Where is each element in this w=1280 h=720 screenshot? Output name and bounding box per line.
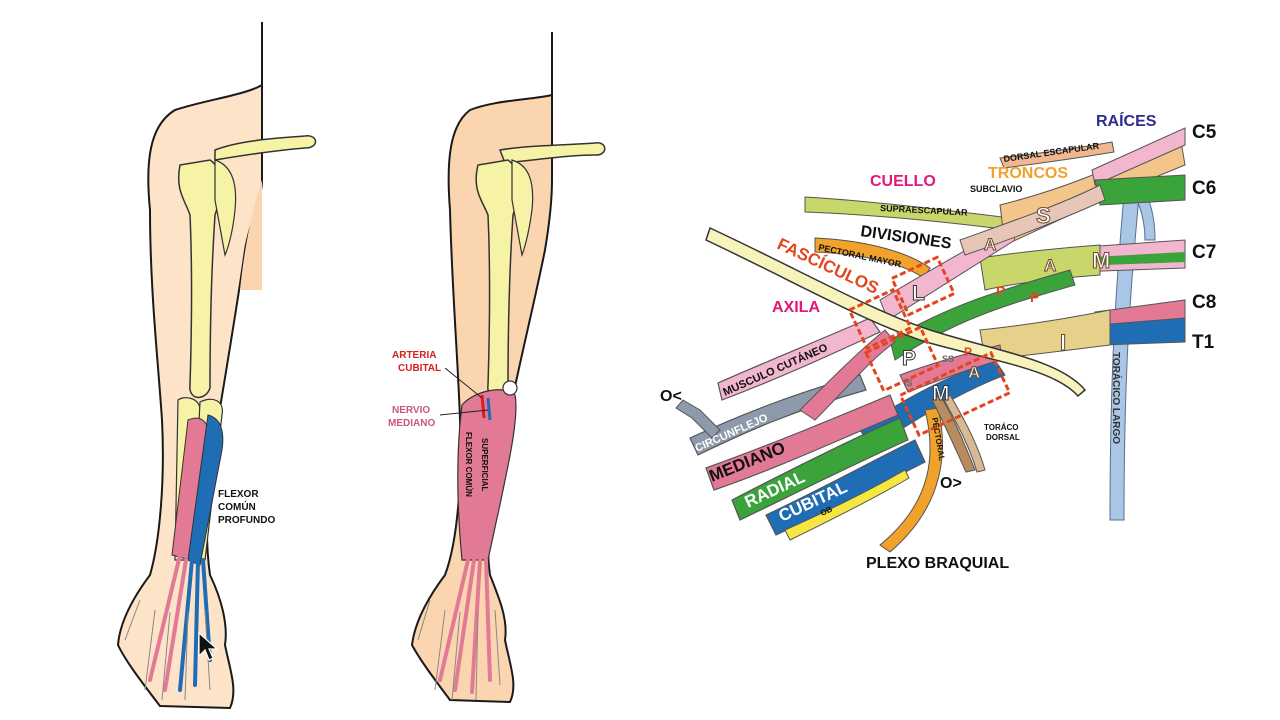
arm2-flexor-superficial bbox=[457, 389, 517, 561]
arm2-artery-pointer bbox=[444, 367, 483, 399]
arm1-scapula bbox=[214, 159, 237, 257]
arm1-muscle-label-2: COMÚN bbox=[218, 500, 256, 513]
mouse-pointer-icon bbox=[198, 632, 218, 661]
thoracodorsal-label-1: TORÁCO bbox=[984, 423, 1019, 432]
arm2-scapula bbox=[511, 159, 534, 258]
arm2-nerve-pointer bbox=[439, 409, 489, 416]
neck-heading: CUELLO bbox=[870, 173, 936, 190]
arm2-finger-outlines bbox=[417, 599, 501, 701]
arrow-mark-right: O> bbox=[940, 475, 962, 492]
arm2-nerve-label-2: MEDIANO bbox=[388, 418, 435, 429]
arm2-nerve-label-1: NERVIO bbox=[392, 405, 430, 416]
arm2-artery-label-2: CUBITAL bbox=[398, 363, 441, 374]
axilla-heading: AXILA bbox=[772, 299, 820, 316]
root-label-c5: C5 bbox=[1192, 122, 1217, 143]
brachial-plexus: RAÍCES TRONCOS CUELLO DIVISIONES FASCÍCU… bbox=[660, 111, 1217, 572]
arm1-flexor-blue bbox=[187, 414, 224, 566]
arm1-clavicle bbox=[214, 135, 317, 161]
plexus-title: PLEXO BRAQUIAL bbox=[866, 555, 1009, 572]
arm2-epicondyle bbox=[502, 380, 518, 396]
trunk-letter-inferior: I bbox=[1060, 330, 1066, 355]
root-c5 bbox=[1091, 127, 1186, 186]
division-a-lower: A bbox=[968, 363, 980, 382]
root-label-c8: C8 bbox=[1192, 292, 1216, 313]
cord-letter-medial: M bbox=[932, 382, 950, 405]
root-label-t1: T1 bbox=[1192, 332, 1215, 353]
cord-letter-posterior: P bbox=[902, 347, 916, 370]
small-letter-ss: SS bbox=[942, 354, 954, 364]
suprascapular-label: SUPRAESCAPULAR bbox=[880, 203, 968, 218]
arm-deep-flexor: FLEXOR COMÚN PROFUNDO bbox=[116, 22, 317, 710]
root-c7-stripe bbox=[1075, 252, 1185, 266]
arm2-median-nerve bbox=[486, 397, 492, 421]
arm1-tendons bbox=[148, 553, 212, 692]
arm1-back-shade bbox=[240, 22, 262, 290]
thoracodorsal-branch bbox=[931, 394, 976, 473]
roots-heading: RAÍCES bbox=[1096, 111, 1157, 130]
trunks-heading: TRONCOS bbox=[988, 165, 1068, 182]
axillary-stub bbox=[675, 399, 721, 439]
arm2-muscle-text-1: FLEXOR COMÚN bbox=[464, 432, 473, 497]
upper-division-band bbox=[959, 184, 1106, 256]
arrow-mark-left: O< bbox=[660, 388, 682, 405]
arm1-muscle-label-1: FLEXOR bbox=[218, 489, 259, 500]
arm2-ulnar-artery bbox=[480, 394, 486, 419]
root-label-c7: C7 bbox=[1192, 242, 1216, 263]
arm2-artery-label-1: ARTERIA bbox=[392, 350, 436, 361]
arm2-clavicle bbox=[498, 142, 606, 164]
cord-letter-lateral: L bbox=[912, 282, 925, 305]
small-letter-is: IS bbox=[904, 378, 913, 388]
arm2-tendons bbox=[438, 558, 492, 694]
arm1-muscle-label-3: PROFUNDO bbox=[218, 515, 275, 526]
cord-box-medial bbox=[898, 350, 1012, 438]
division-p-2: P bbox=[1030, 289, 1039, 305]
median-branch bbox=[705, 394, 899, 491]
dorsal-scapular-band bbox=[999, 141, 1115, 169]
division-a-middle: A bbox=[1044, 256, 1056, 275]
subscapular-branch bbox=[943, 394, 986, 473]
musculocutaneous-branch bbox=[717, 317, 881, 401]
thoracodorsal-label-2: DORSAL bbox=[986, 433, 1020, 442]
trunk-letter-superior: S bbox=[1036, 203, 1051, 228]
radial-branch bbox=[731, 417, 909, 521]
division-p-1: P bbox=[996, 283, 1005, 299]
pectoral-minor-branch bbox=[879, 407, 943, 553]
small-yellow-branch bbox=[784, 469, 910, 541]
trunk-letter-middle: M bbox=[1092, 248, 1110, 273]
median-upper bbox=[799, 329, 896, 421]
subclavius-label: SUBCLAVIO bbox=[970, 184, 1022, 194]
long-thoracic-label: TORÁCICO LARGO bbox=[1110, 352, 1123, 444]
root-label-c6: C6 bbox=[1192, 178, 1216, 199]
middle-trunk bbox=[979, 244, 1101, 291]
division-p-3: P bbox=[964, 345, 972, 359]
division-a-upper: A bbox=[984, 235, 996, 254]
root-c6 bbox=[1094, 174, 1186, 206]
arm-superficial-flexor: ARTERIA CUBITAL NERVIO MEDIANO FLEXOR CO… bbox=[388, 32, 606, 704]
long-thoracic-nerve-band bbox=[1109, 179, 1141, 521]
cord-box-divisions bbox=[847, 287, 913, 351]
arm1-humerus bbox=[178, 159, 222, 399]
arm2-muscle-text-2: SUPERFICIAL bbox=[480, 438, 489, 491]
